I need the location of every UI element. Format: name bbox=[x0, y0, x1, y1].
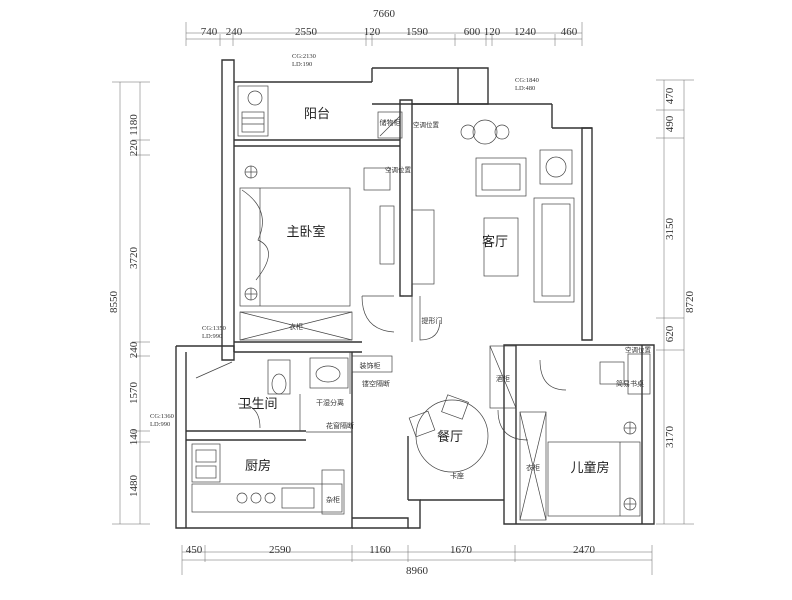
dining-furniture bbox=[408, 345, 567, 473]
note-ld: LD:990 bbox=[202, 333, 222, 340]
fixture-label: 卡座 bbox=[450, 471, 464, 480]
right-dim: 3150 bbox=[664, 218, 676, 241]
balcony-area bbox=[237, 85, 403, 139]
note-cg: CG:1350 bbox=[202, 325, 226, 332]
bottom-total-dim: 8960 bbox=[406, 565, 429, 577]
fixture-label: 酒柜 bbox=[496, 374, 510, 383]
top-total-dim: 7660 bbox=[373, 8, 396, 20]
fixture-label: 镂空隔断 bbox=[362, 379, 390, 388]
fixture-label: 空调位置 bbox=[625, 345, 652, 354]
fixture-label: 衣柜 bbox=[526, 463, 540, 472]
fixture-label: 杂柜 bbox=[326, 495, 340, 504]
master-bedroom-furniture bbox=[239, 165, 435, 341]
note-ld: LD:990 bbox=[150, 421, 170, 428]
note-ld: LD:480 bbox=[515, 85, 535, 92]
left-dim: 1480 bbox=[128, 475, 140, 498]
bottom-dim: 1670 bbox=[450, 544, 473, 556]
right-total-dim: 8720 bbox=[684, 291, 696, 314]
bottom-dim: 1160 bbox=[369, 544, 391, 556]
top-dim: 240 bbox=[226, 26, 243, 38]
kitchen-fixtures bbox=[191, 431, 352, 515]
bottom-dim: 2470 bbox=[573, 544, 596, 556]
left-dim: 1180 bbox=[128, 114, 140, 136]
top-dim: 1240 bbox=[514, 26, 537, 38]
note-cg: CG:1840 bbox=[515, 77, 539, 84]
bottom-dimensions bbox=[181, 545, 653, 575]
left-total-dim: 8550 bbox=[108, 291, 120, 314]
room-label-kids-room: 儿童房 bbox=[570, 460, 609, 476]
top-dim: 1590 bbox=[406, 26, 429, 38]
room-label-living-room: 客厅 bbox=[482, 234, 508, 250]
right-dim: 470 bbox=[664, 87, 676, 104]
top-dimensions bbox=[185, 22, 583, 46]
note-ld: LD:190 bbox=[292, 61, 312, 68]
kids-room-furniture bbox=[519, 353, 651, 521]
left-dim: 220 bbox=[128, 139, 140, 156]
right-dim: 3170 bbox=[664, 426, 676, 449]
fixture-label: 花窗隔断 bbox=[326, 421, 354, 430]
room-label-master-bedroom: 主卧室 bbox=[286, 224, 325, 240]
top-dim: 2550 bbox=[295, 26, 318, 38]
fixture-label: 衣柜 bbox=[289, 322, 303, 331]
right-dim: 620 bbox=[664, 325, 676, 342]
right-dim: 490 bbox=[664, 115, 676, 132]
left-dimensions bbox=[112, 81, 150, 525]
fixture-label: 装饰柜 bbox=[360, 361, 381, 370]
note-cg: CG:2130 bbox=[292, 53, 316, 60]
top-dim: 460 bbox=[561, 26, 578, 38]
fixture-label: 简易书桌 bbox=[616, 379, 644, 388]
left-dim: 240 bbox=[128, 341, 140, 358]
left-dim: 140 bbox=[128, 428, 140, 445]
top-dim: 600 bbox=[464, 26, 481, 38]
right-dimensions bbox=[656, 79, 694, 525]
room-label-balcony: 阳台 bbox=[304, 107, 330, 122]
bathroom-fixtures bbox=[195, 352, 393, 431]
top-dim: 740 bbox=[201, 26, 218, 38]
room-label-kitchen: 厨房 bbox=[245, 458, 271, 474]
walls bbox=[175, 59, 655, 529]
bottom-dim: 450 bbox=[186, 544, 203, 556]
fixture-label: 提形门 bbox=[422, 316, 443, 325]
fixture-label: 干湿分离 bbox=[316, 398, 344, 407]
room-label-bathroom: 卫生间 bbox=[238, 397, 277, 412]
top-dim: 120 bbox=[484, 26, 501, 38]
fixture-label: 空调位置 bbox=[413, 120, 440, 129]
fixture-label: 空调位置 bbox=[385, 165, 412, 174]
living-room-furniture bbox=[404, 119, 575, 342]
bottom-dim: 2590 bbox=[269, 544, 292, 556]
note-cg: CG:1360 bbox=[150, 413, 174, 420]
left-dim: 1570 bbox=[128, 382, 140, 405]
left-dim: 3720 bbox=[128, 247, 140, 270]
fixture-label: 储物柜 bbox=[380, 118, 401, 127]
top-dim: 120 bbox=[364, 26, 381, 38]
room-label-dining-room: 餐厅 bbox=[437, 429, 463, 445]
